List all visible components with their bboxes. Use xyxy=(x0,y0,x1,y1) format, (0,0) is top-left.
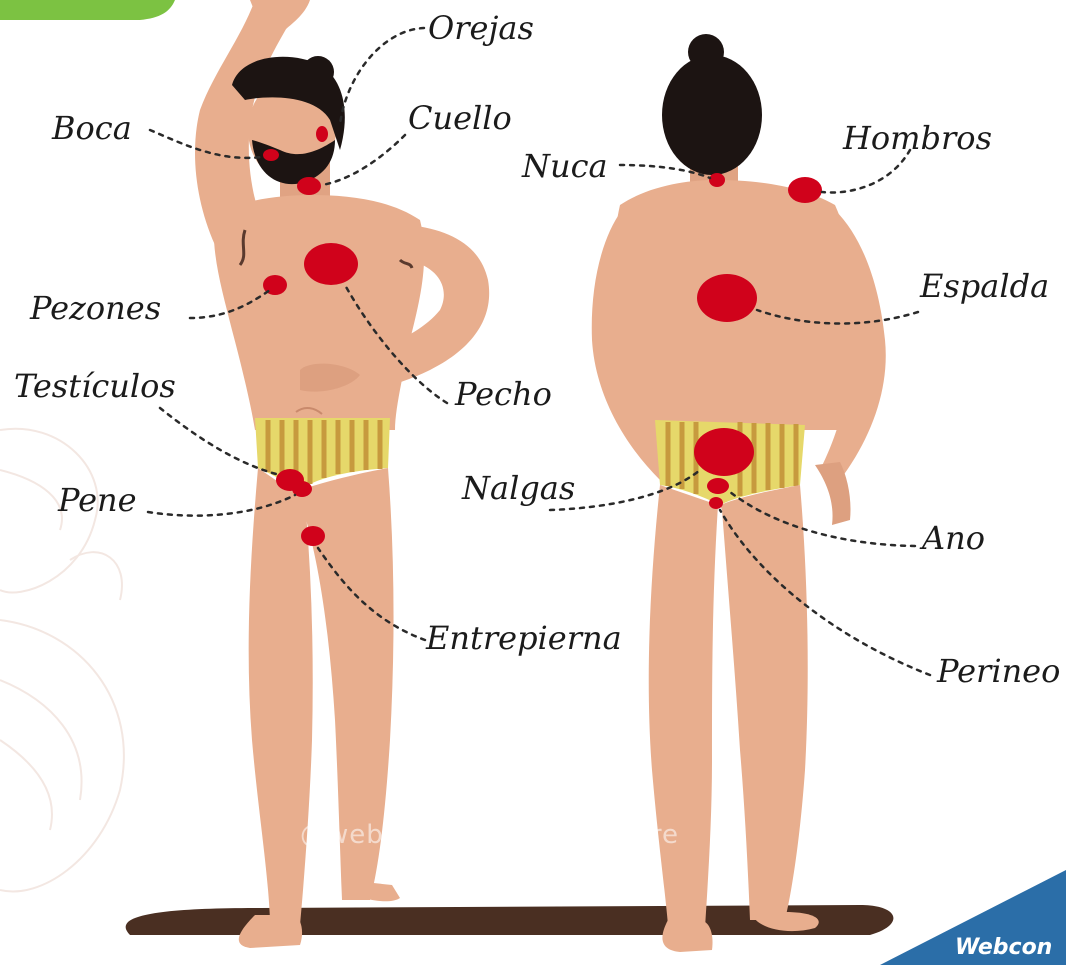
label-pene: Pene xyxy=(58,484,137,516)
hotspot-boca xyxy=(263,149,279,161)
label-espalda: Espalda xyxy=(920,270,1049,302)
hotspot-nuca xyxy=(709,173,725,187)
watermark: @webconsultas_healthcare xyxy=(300,820,679,850)
label-nuca: Nuca xyxy=(522,150,608,182)
hotspot-perineo xyxy=(709,497,723,509)
label-ano: Ano xyxy=(922,522,985,554)
brand-logo-text: Webcon xyxy=(955,935,1052,960)
hotspot-hombros xyxy=(788,177,822,203)
label-pezones: Pezones xyxy=(30,292,161,324)
hotspot-espalda xyxy=(697,274,757,322)
label-nalgas: Nalgas xyxy=(462,472,575,504)
hotspot-cuello xyxy=(297,177,321,195)
hotspot-ano xyxy=(707,478,729,494)
label-boca: Boca xyxy=(52,112,132,144)
back-figure xyxy=(592,34,886,952)
label-pecho: Pecho xyxy=(455,378,552,410)
label-cuello: Cuello xyxy=(408,102,512,134)
label-perineo: Perineo xyxy=(937,655,1060,687)
label-entrepierna: Entrepierna xyxy=(426,622,622,654)
hotspot-nalgas xyxy=(694,428,754,476)
label-testiculos: Testículos xyxy=(14,370,176,402)
label-hombros: Hombros xyxy=(843,122,992,154)
hotspot-pecho xyxy=(304,243,358,285)
label-orejas: Orejas xyxy=(428,12,534,44)
hotspot-entrepierna xyxy=(301,526,325,546)
hotspot-orejas xyxy=(316,126,328,142)
front-figure xyxy=(195,0,489,948)
green-corner-tab xyxy=(0,0,175,20)
